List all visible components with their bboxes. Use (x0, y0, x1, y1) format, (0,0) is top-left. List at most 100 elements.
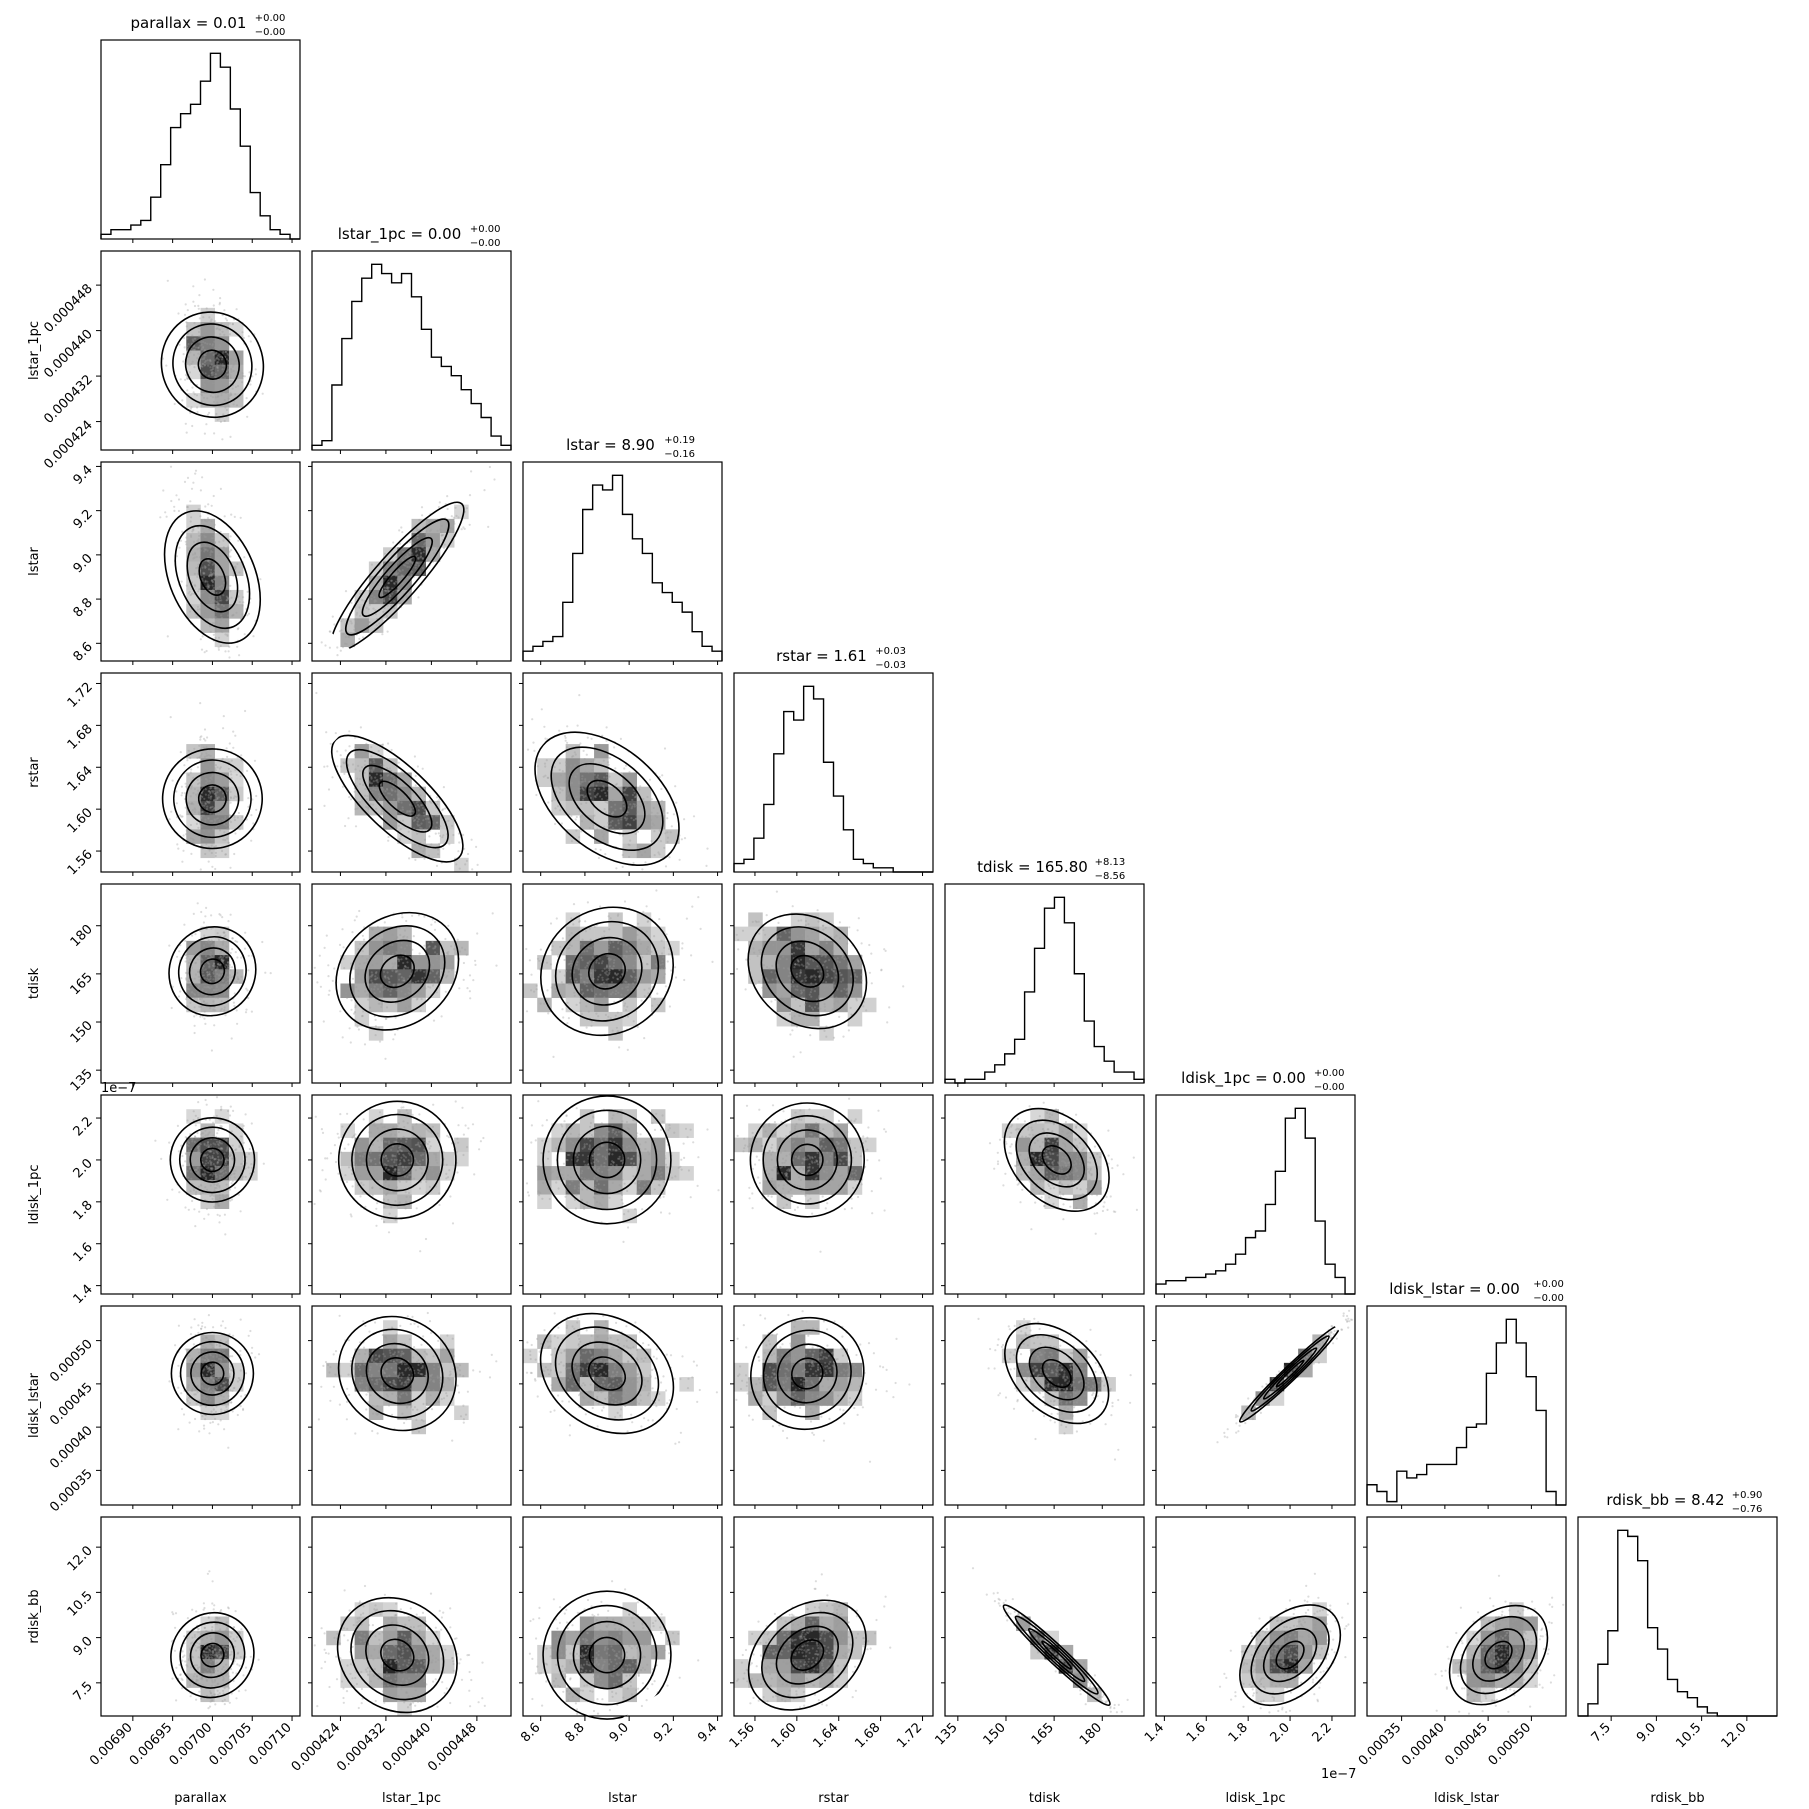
sample-point (211, 612, 213, 614)
histogram-step-line (1367, 1319, 1566, 1505)
sample-point (204, 612, 206, 614)
sample-point (209, 554, 211, 556)
sample-point (201, 476, 203, 478)
sample-point (204, 386, 206, 388)
sample-point (185, 541, 187, 543)
sample-point (178, 344, 180, 346)
sample-point (222, 351, 224, 353)
sample-point (219, 363, 221, 365)
sample-point (259, 578, 261, 580)
sample-point (233, 363, 235, 365)
sample-point (195, 567, 197, 569)
sample-point (203, 576, 205, 578)
sample-point (193, 541, 195, 543)
sample-point (170, 500, 172, 502)
sample-point (183, 337, 185, 339)
sample-point (223, 334, 225, 336)
sample-point (211, 615, 213, 617)
sample-point (214, 376, 216, 378)
sample-point (200, 328, 202, 330)
sample-point (190, 363, 192, 365)
sample-point (185, 374, 187, 376)
sample-point (239, 601, 241, 603)
sample-point (255, 368, 257, 370)
sample-point (199, 556, 201, 558)
sample-point (194, 584, 196, 586)
sample-point (208, 568, 210, 570)
sample-point (224, 650, 226, 652)
sample-point (227, 546, 229, 548)
sample-point (190, 536, 192, 538)
sample-point (227, 369, 229, 371)
histogram-step-line (523, 475, 722, 661)
sample-point (229, 322, 231, 324)
sample-point (192, 340, 194, 342)
panel-title-upper: +0.00 (470, 224, 501, 235)
sample-point (189, 500, 191, 502)
panel-title-upper: +0.19 (664, 435, 695, 446)
sample-point (193, 338, 195, 340)
sample-point (185, 423, 187, 425)
sample-point (220, 645, 222, 647)
sample-point (210, 319, 212, 321)
density-cell (229, 604, 244, 619)
sample-point (201, 327, 203, 329)
sample-point (228, 405, 230, 407)
sample-point (226, 319, 228, 321)
sample-point (162, 489, 164, 491)
sample-point (211, 520, 213, 522)
sample-point (198, 294, 200, 296)
sample-point (220, 421, 222, 423)
sample-point (177, 312, 179, 314)
sample-point (198, 531, 200, 533)
sample-point (207, 517, 209, 519)
sample-point (200, 489, 202, 491)
sample-point (173, 510, 175, 512)
sample-point (196, 406, 198, 408)
sample-point (230, 394, 232, 396)
sample-point (190, 516, 192, 518)
sample-point (186, 338, 188, 340)
sample-point (182, 360, 184, 362)
sample-point (226, 572, 228, 574)
sample-point (198, 308, 200, 310)
panel-title-lower: −0.03 (875, 660, 906, 671)
sample-point (228, 650, 230, 652)
sample-point (206, 307, 208, 309)
sample-point (202, 528, 204, 530)
sample-point (204, 505, 206, 507)
sample-point (213, 587, 215, 589)
sample-point (212, 396, 214, 398)
sample-point (204, 392, 206, 394)
sample-point (205, 423, 207, 425)
sample-point (248, 371, 250, 373)
sample-point (202, 316, 204, 318)
sample-point (212, 365, 214, 367)
sample-point (208, 528, 210, 530)
sample-point (185, 543, 187, 545)
sample-point (230, 358, 232, 360)
panel-title-lstar: lstar = 8.90 (566, 436, 655, 454)
sample-point (216, 366, 218, 368)
sample-point (234, 516, 236, 518)
sample-point (207, 585, 209, 587)
sample-point (242, 372, 244, 374)
sample-point (193, 322, 195, 324)
sample-point (194, 393, 196, 395)
sample-point (231, 380, 233, 382)
sample-point (186, 506, 188, 508)
sample-point (229, 585, 231, 587)
sample-point (223, 605, 225, 607)
sample-point (218, 347, 220, 349)
sample-point (239, 355, 241, 357)
sample-point (215, 352, 217, 354)
sample-point (200, 534, 202, 536)
sample-point (196, 411, 198, 413)
sample-point (201, 394, 203, 396)
sample-point (219, 344, 221, 346)
sample-point (196, 576, 198, 578)
sample-point (415, 548, 417, 550)
sample-point (210, 395, 212, 397)
sample-point (193, 346, 195, 348)
sample-point (214, 346, 216, 348)
